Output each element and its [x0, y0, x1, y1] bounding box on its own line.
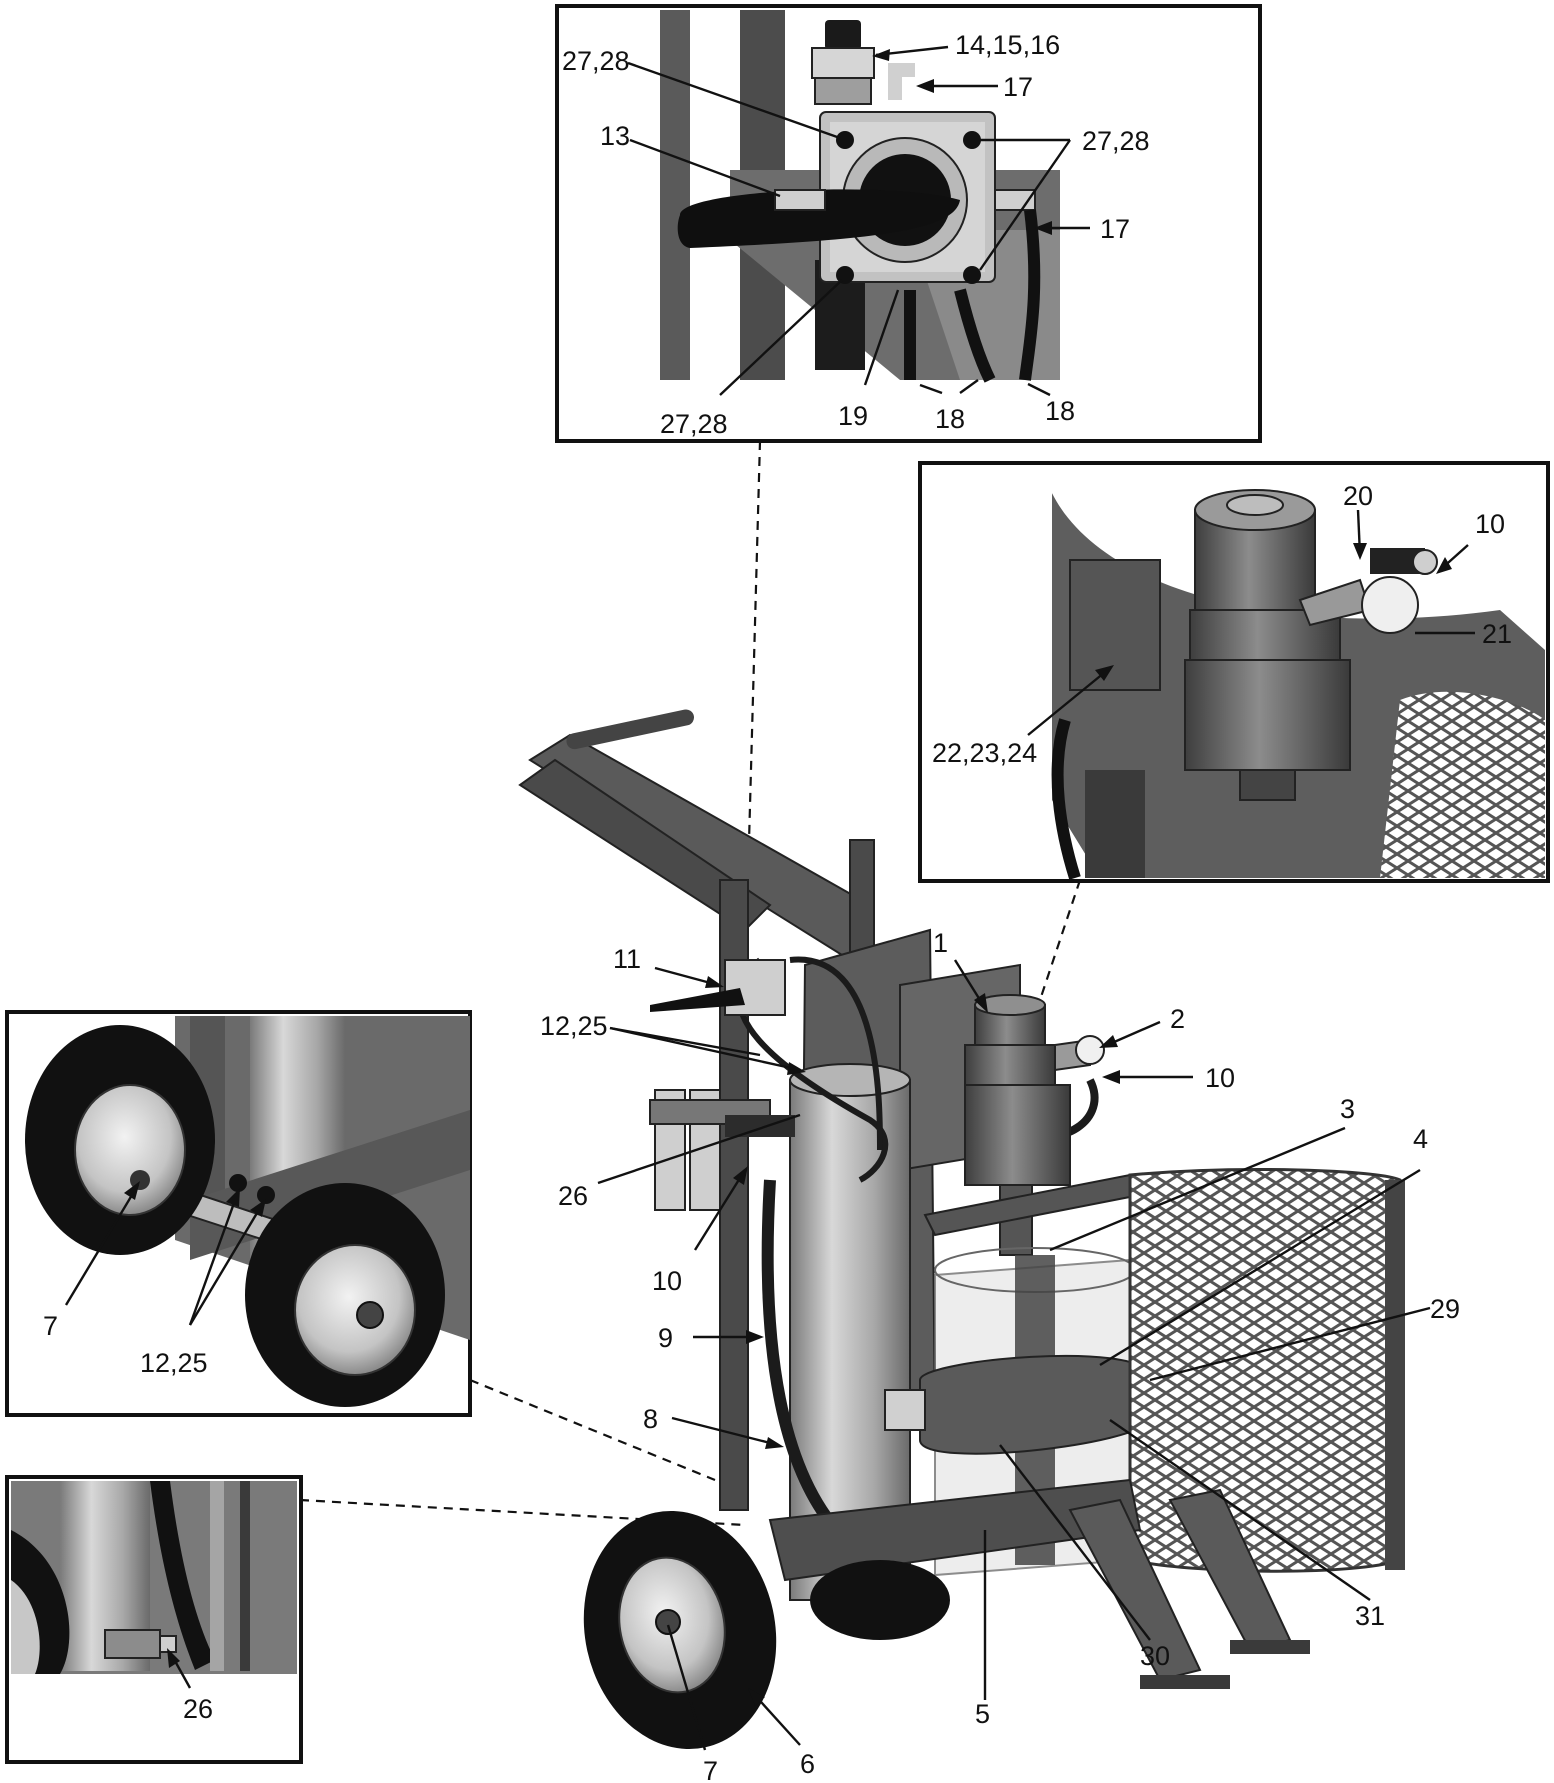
callout-3: 3 — [1340, 1094, 1355, 1124]
callout-1: 1 — [933, 928, 948, 958]
callout-22-23-24: 22,23,24 — [932, 738, 1037, 768]
callout-17-right: 17 — [1100, 214, 1130, 244]
callout-26: 26 — [558, 1181, 588, 1211]
inset-air-valve-leaders — [627, 45, 1090, 397]
callout-27-28-bottom: 27,28 — [660, 409, 728, 439]
callout-21: 21 — [1482, 619, 1512, 649]
filter-regulator — [649, 1089, 795, 1211]
inset-fitting: 26 — [5, 1475, 303, 1764]
callout-19: 19 — [838, 401, 868, 431]
callout-31: 31 — [1355, 1601, 1385, 1631]
callout-27-28-top-left: 27,28 — [562, 46, 630, 76]
mesh-guard — [1128, 1168, 1402, 1573]
inset-air-valve: 14,15,16 17 27,28 13 27,28 17 27,28 19 1… — [555, 4, 1262, 443]
callout-10-fitting: 10 — [1205, 1063, 1235, 1093]
callout-10-hose: 10 — [652, 1266, 682, 1296]
callout-11: 11 — [613, 944, 641, 974]
callout-27-28-right: 27,28 — [1082, 126, 1150, 156]
callout-10-inset: 10 — [1475, 509, 1505, 539]
callout-9: 9 — [658, 1323, 673, 1353]
callout-8: 8 — [643, 1404, 658, 1434]
callout-12-25-inset: 12,25 — [140, 1348, 208, 1378]
front-wheel — [583, 1510, 777, 1750]
callout-29: 29 — [1430, 1294, 1460, 1324]
callout-17-top: 17 — [1003, 72, 1033, 102]
callout-18-right: 18 — [1045, 396, 1075, 426]
callout-7: 7 — [703, 1756, 718, 1783]
callout-12-25: 12,25 — [540, 1011, 608, 1041]
inset-pump-top: 20 10 21 22,23,24 — [918, 461, 1550, 883]
cart-assembly — [518, 709, 1405, 1750]
main-callouts: 11 12,25 26 10 9 8 1 2 10 3 4 29 31 30 5… — [540, 928, 1460, 1783]
callout-2: 2 — [1170, 1004, 1185, 1034]
callout-26-inset: 26 — [183, 1694, 213, 1724]
callout-14-15-16: 14,15,16 — [955, 30, 1060, 60]
callout-4: 4 — [1413, 1124, 1428, 1154]
callout-7-inset: 7 — [43, 1311, 58, 1341]
callout-30: 30 — [1140, 1641, 1170, 1671]
inset-air-valve-callouts: 14,15,16 17 27,28 13 27,28 17 27,28 19 1… — [562, 30, 1150, 439]
callout-20: 20 — [1343, 481, 1373, 511]
cart-handle — [528, 733, 872, 962]
main-leaders — [597, 959, 1431, 1751]
callout-13: 13 — [600, 121, 630, 151]
inset-axle: 7 12,25 — [5, 1010, 472, 1417]
callout-6: 6 — [800, 1749, 815, 1779]
callout-5: 5 — [975, 1699, 990, 1729]
air-valve-main — [650, 959, 786, 1016]
callout-18-left: 18 — [935, 404, 965, 434]
